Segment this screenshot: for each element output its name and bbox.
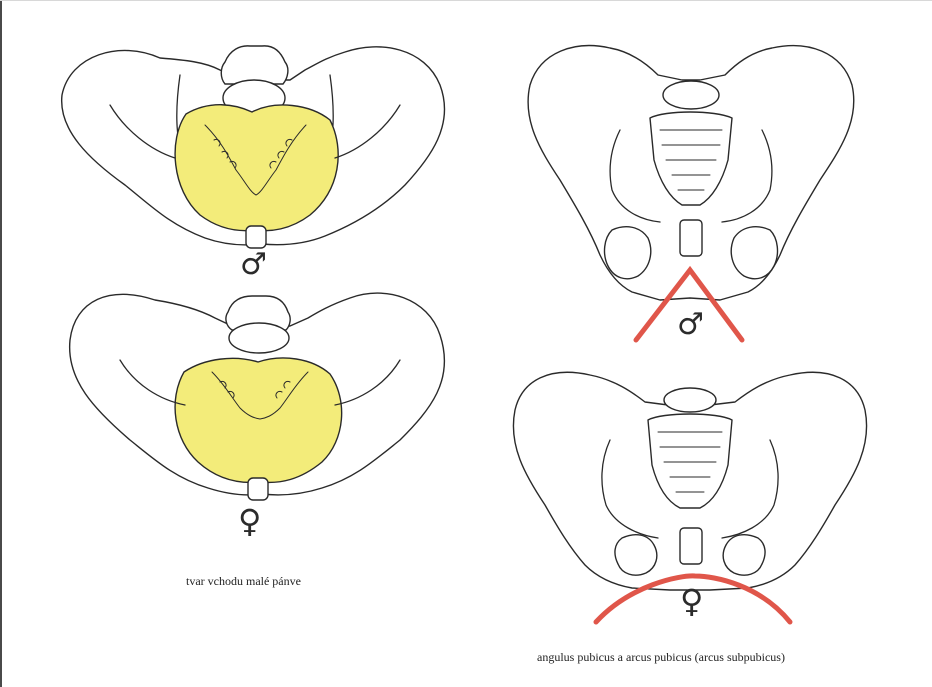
caption-pelvic-inlet-shape: tvar vchodu malé pánve	[186, 574, 301, 589]
caption-pubic-angle-arch: angulus pubicus a arcus pubicus (arcus s…	[537, 650, 785, 665]
female-symbol-frontal: ♀	[680, 585, 703, 617]
female-pelvis-inlet-view	[70, 293, 445, 500]
female-symbol-inlet: ♀	[238, 505, 261, 537]
male-symbol-inlet: ♂	[240, 250, 267, 280]
male-pelvis-inlet-view	[62, 46, 445, 248]
male-symbol-frontal: ♂	[677, 310, 704, 340]
male-pelvis-frontal-view	[528, 46, 854, 300]
female-pelvis-frontal-view	[513, 372, 866, 590]
